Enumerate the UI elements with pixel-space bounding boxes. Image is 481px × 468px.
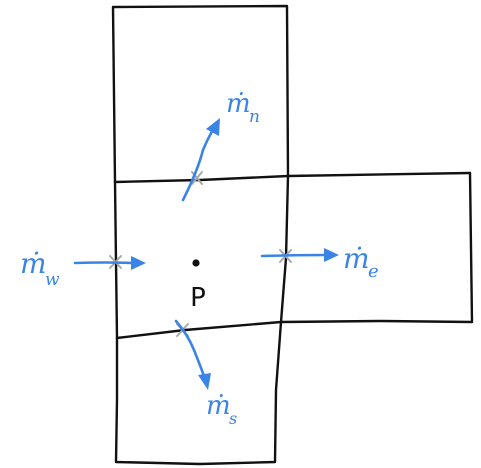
south-flux-symbol: ṁ <box>206 391 231 421</box>
north-cell-outline <box>111 4 290 184</box>
flux-arrows <box>73 118 339 390</box>
east-flux-label: ṁ e <box>343 242 379 282</box>
west-flux-subscript: w <box>45 270 60 290</box>
south-cell-outline <box>114 320 283 466</box>
node-p-dot <box>192 259 200 267</box>
north-face-line <box>113 171 472 184</box>
west-flux-symbol: ṁ <box>20 247 47 280</box>
node-p-label: P <box>190 283 206 313</box>
west-flux-arrow <box>73 256 146 270</box>
east-cell-outline <box>279 171 474 324</box>
east-flux-subscript: e <box>368 261 379 282</box>
east-flux-symbol: ṁ <box>343 242 370 275</box>
north-flux-label: ṁ n <box>226 89 260 127</box>
east-face-line <box>279 174 290 324</box>
east-flux-arrow <box>260 248 339 262</box>
south-flux-label: ṁ s <box>206 391 237 428</box>
north-flux-symbol: ṁ <box>226 89 251 119</box>
north-flux-subscript: n <box>249 107 260 127</box>
south-face-line <box>115 320 283 340</box>
north-flux-arrow <box>181 118 220 202</box>
cell-grid <box>111 4 474 466</box>
south-flux-subscript: s <box>229 409 237 428</box>
west-flux-label: ṁ w <box>20 247 60 290</box>
south-flux-arrow <box>174 319 211 390</box>
